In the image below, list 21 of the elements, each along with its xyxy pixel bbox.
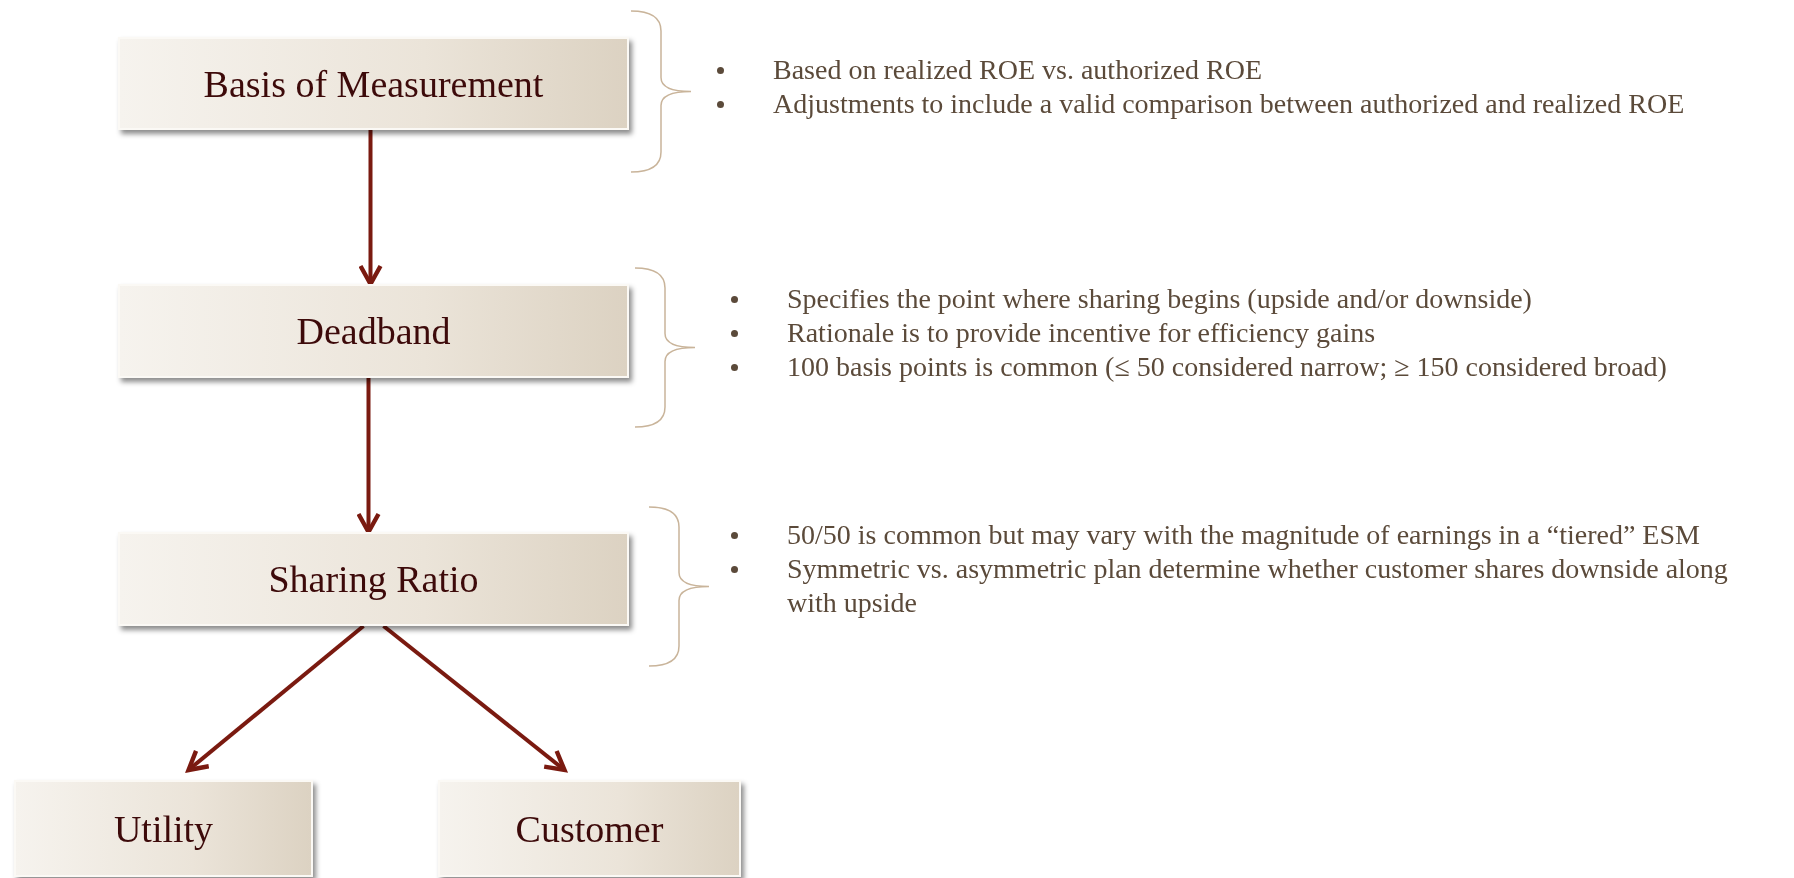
box-label: Utility <box>113 806 214 851</box>
box-label: Sharing Ratio <box>268 557 479 601</box>
box-label: Basis of Measurement <box>203 61 544 106</box>
bullet-text: Rationale is to provide incentive for efficiency gains <box>787 317 1376 348</box>
process-box <box>118 284 629 378</box>
process-box <box>14 780 313 877</box>
bullet-text: 50/50 is common but may vary with the magnitude of earnings in a “tiered” ESM <box>787 519 1700 550</box>
bullet-text: 100 basis points is common (≤ 50 considered narrow; ≥ 150 considered broad) <box>787 351 1667 382</box>
box-label: Deadband <box>296 309 451 353</box>
bullet-text: Based on realized ROE vs. authorized ROE <box>773 54 1263 85</box>
arrow <box>186 624 365 773</box>
bullet-text: Symmetric vs. asymmetric plan determine whether customer shares downside along with upside <box>787 553 1728 618</box>
process-box <box>438 780 741 877</box>
process-box <box>118 37 629 130</box>
arrow <box>356 378 381 535</box>
bullet-text: Specifies the point where sharing begins (upside and/or downside) <box>787 283 1532 314</box>
process-box <box>118 532 629 626</box>
box-label: Customer <box>515 806 664 851</box>
arrow <box>382 624 567 773</box>
arrow <box>358 130 383 287</box>
bullet-text: Adjustments to include a valid comparison between authorized and realized ROE <box>773 88 1685 119</box>
